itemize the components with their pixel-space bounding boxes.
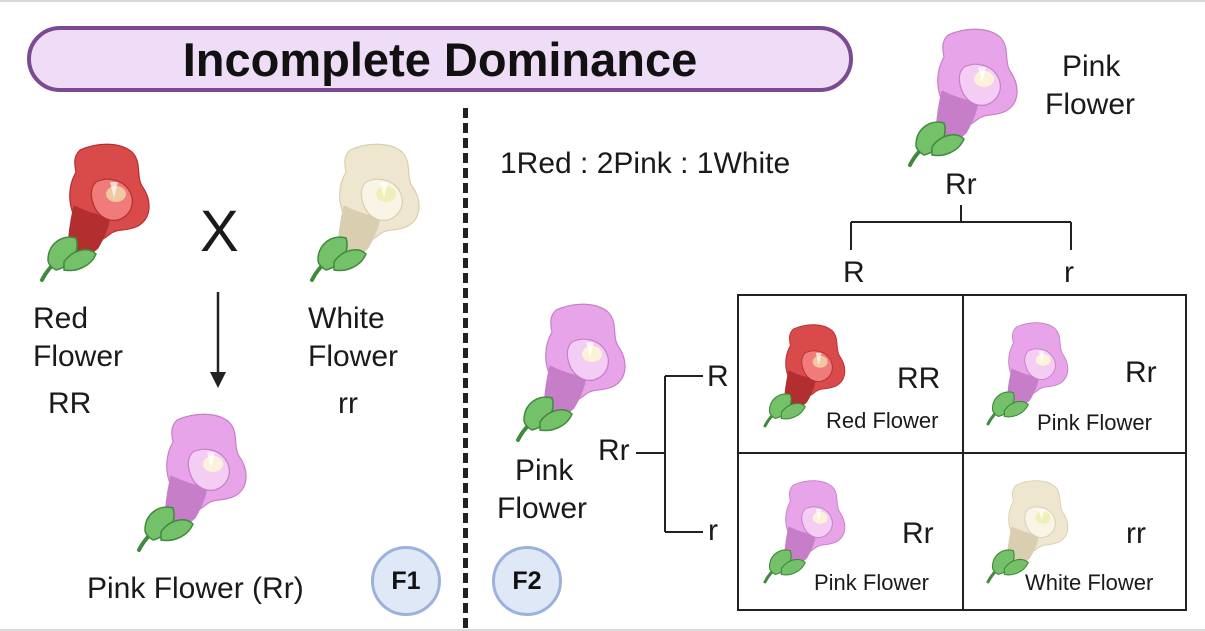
flower-highlight — [380, 182, 388, 198]
top-allele-right: r — [1064, 256, 1074, 289]
punnett-cell-1-genotype: RR — [897, 362, 941, 395]
frame-top-border — [0, 0, 1205, 2]
flower-sepal-right — [539, 409, 573, 432]
punnett-horizontal-divider — [739, 452, 1185, 454]
punnett-cell-1-label: Red Flower — [826, 408, 939, 433]
flower-highlight — [110, 182, 118, 198]
flower-sepal-right — [931, 134, 965, 157]
phenotype-ratio: 1Red : 2Pink : 1White — [500, 147, 791, 180]
flower-sepal-right — [1003, 558, 1029, 576]
flower-highlight — [207, 452, 215, 468]
pink-side-parent-flower-icon — [516, 303, 626, 442]
red-parent-label-line2: Flower — [33, 340, 124, 373]
flower-highlight — [815, 508, 822, 521]
punnett-cell-3-genotype: Rr — [902, 517, 934, 550]
flower-highlight — [978, 67, 986, 83]
punnett-cell-4-label: White Flower — [1025, 570, 1154, 595]
flower-throat — [974, 71, 994, 87]
frame-bottom-border — [0, 629, 1205, 631]
red-parent-label: Red — [33, 302, 89, 335]
f1-down-arrow-head — [210, 372, 226, 388]
generation-divider — [463, 108, 468, 628]
white-parent-label: White — [308, 302, 385, 335]
punnett-cell-2-pink-flower-icon — [986, 322, 1069, 426]
side-parent-label: Pink — [515, 454, 574, 487]
page-title: Incomplete Dominance — [182, 32, 698, 86]
f1-offspring-label: Pink Flower (Rr) — [87, 572, 304, 605]
side-parent-genotype: Rr — [598, 434, 630, 467]
punnett-cell-4-white-flower-icon — [986, 480, 1069, 584]
flower-throat — [812, 511, 828, 524]
flower-sepal-right — [63, 249, 97, 272]
f1-badge: F1 — [371, 546, 441, 616]
top-allele-left: R — [843, 256, 865, 289]
cross-symbol: X — [200, 199, 239, 264]
pink-top-parent-flower-icon — [908, 28, 1018, 167]
top-parent-genotype: Rr — [945, 168, 977, 201]
punnett-cell-4-genotype: rr — [1126, 517, 1146, 550]
flower-highlight — [586, 342, 594, 358]
flower-highlight — [1038, 508, 1045, 521]
flower-throat — [1035, 353, 1051, 366]
punnett-cell-2-genotype: Rr — [1125, 356, 1157, 389]
flower-highlight — [1038, 350, 1045, 363]
side-allele-top: R — [707, 360, 729, 393]
side-allele-bottom: r — [708, 514, 718, 547]
top-parent-label-line2: Flower — [1045, 88, 1136, 121]
white-parent-genotype: rr — [338, 387, 358, 420]
flower-sepal-right — [160, 519, 194, 542]
top-parent-label: Pink — [1062, 50, 1121, 83]
flower-throat — [812, 355, 828, 368]
punnett-square — [737, 294, 1187, 611]
pink-offspring-flower-icon — [137, 413, 247, 552]
flower-throat — [203, 456, 223, 472]
flower-sepal-right — [780, 558, 806, 576]
flower-throat — [582, 346, 602, 362]
flower-sepal-right — [780, 402, 806, 420]
punnett-cell-2-label: Pink Flower — [1037, 410, 1152, 435]
white-parent-label-line2: Flower — [308, 340, 399, 373]
punnett-cell-3-label: Pink Flower — [814, 570, 929, 595]
punnett-cell-3-pink-flower-icon — [763, 480, 846, 584]
title-banner — [27, 26, 853, 92]
side-parent-label-line2: Flower — [497, 492, 588, 525]
flower-throat — [376, 186, 396, 202]
flower-sepal-right — [1003, 400, 1029, 418]
white-flower-icon — [310, 143, 420, 282]
flower-throat — [106, 186, 126, 202]
flower-sepal-right — [333, 249, 367, 272]
flower-highlight — [815, 352, 822, 365]
punnett-cell-1-red-flower-icon — [763, 324, 846, 428]
f2-badge: F2 — [492, 546, 562, 616]
red-parent-genotype: RR — [48, 387, 92, 420]
red-flower-icon — [40, 143, 150, 282]
flower-throat — [1035, 511, 1051, 524]
